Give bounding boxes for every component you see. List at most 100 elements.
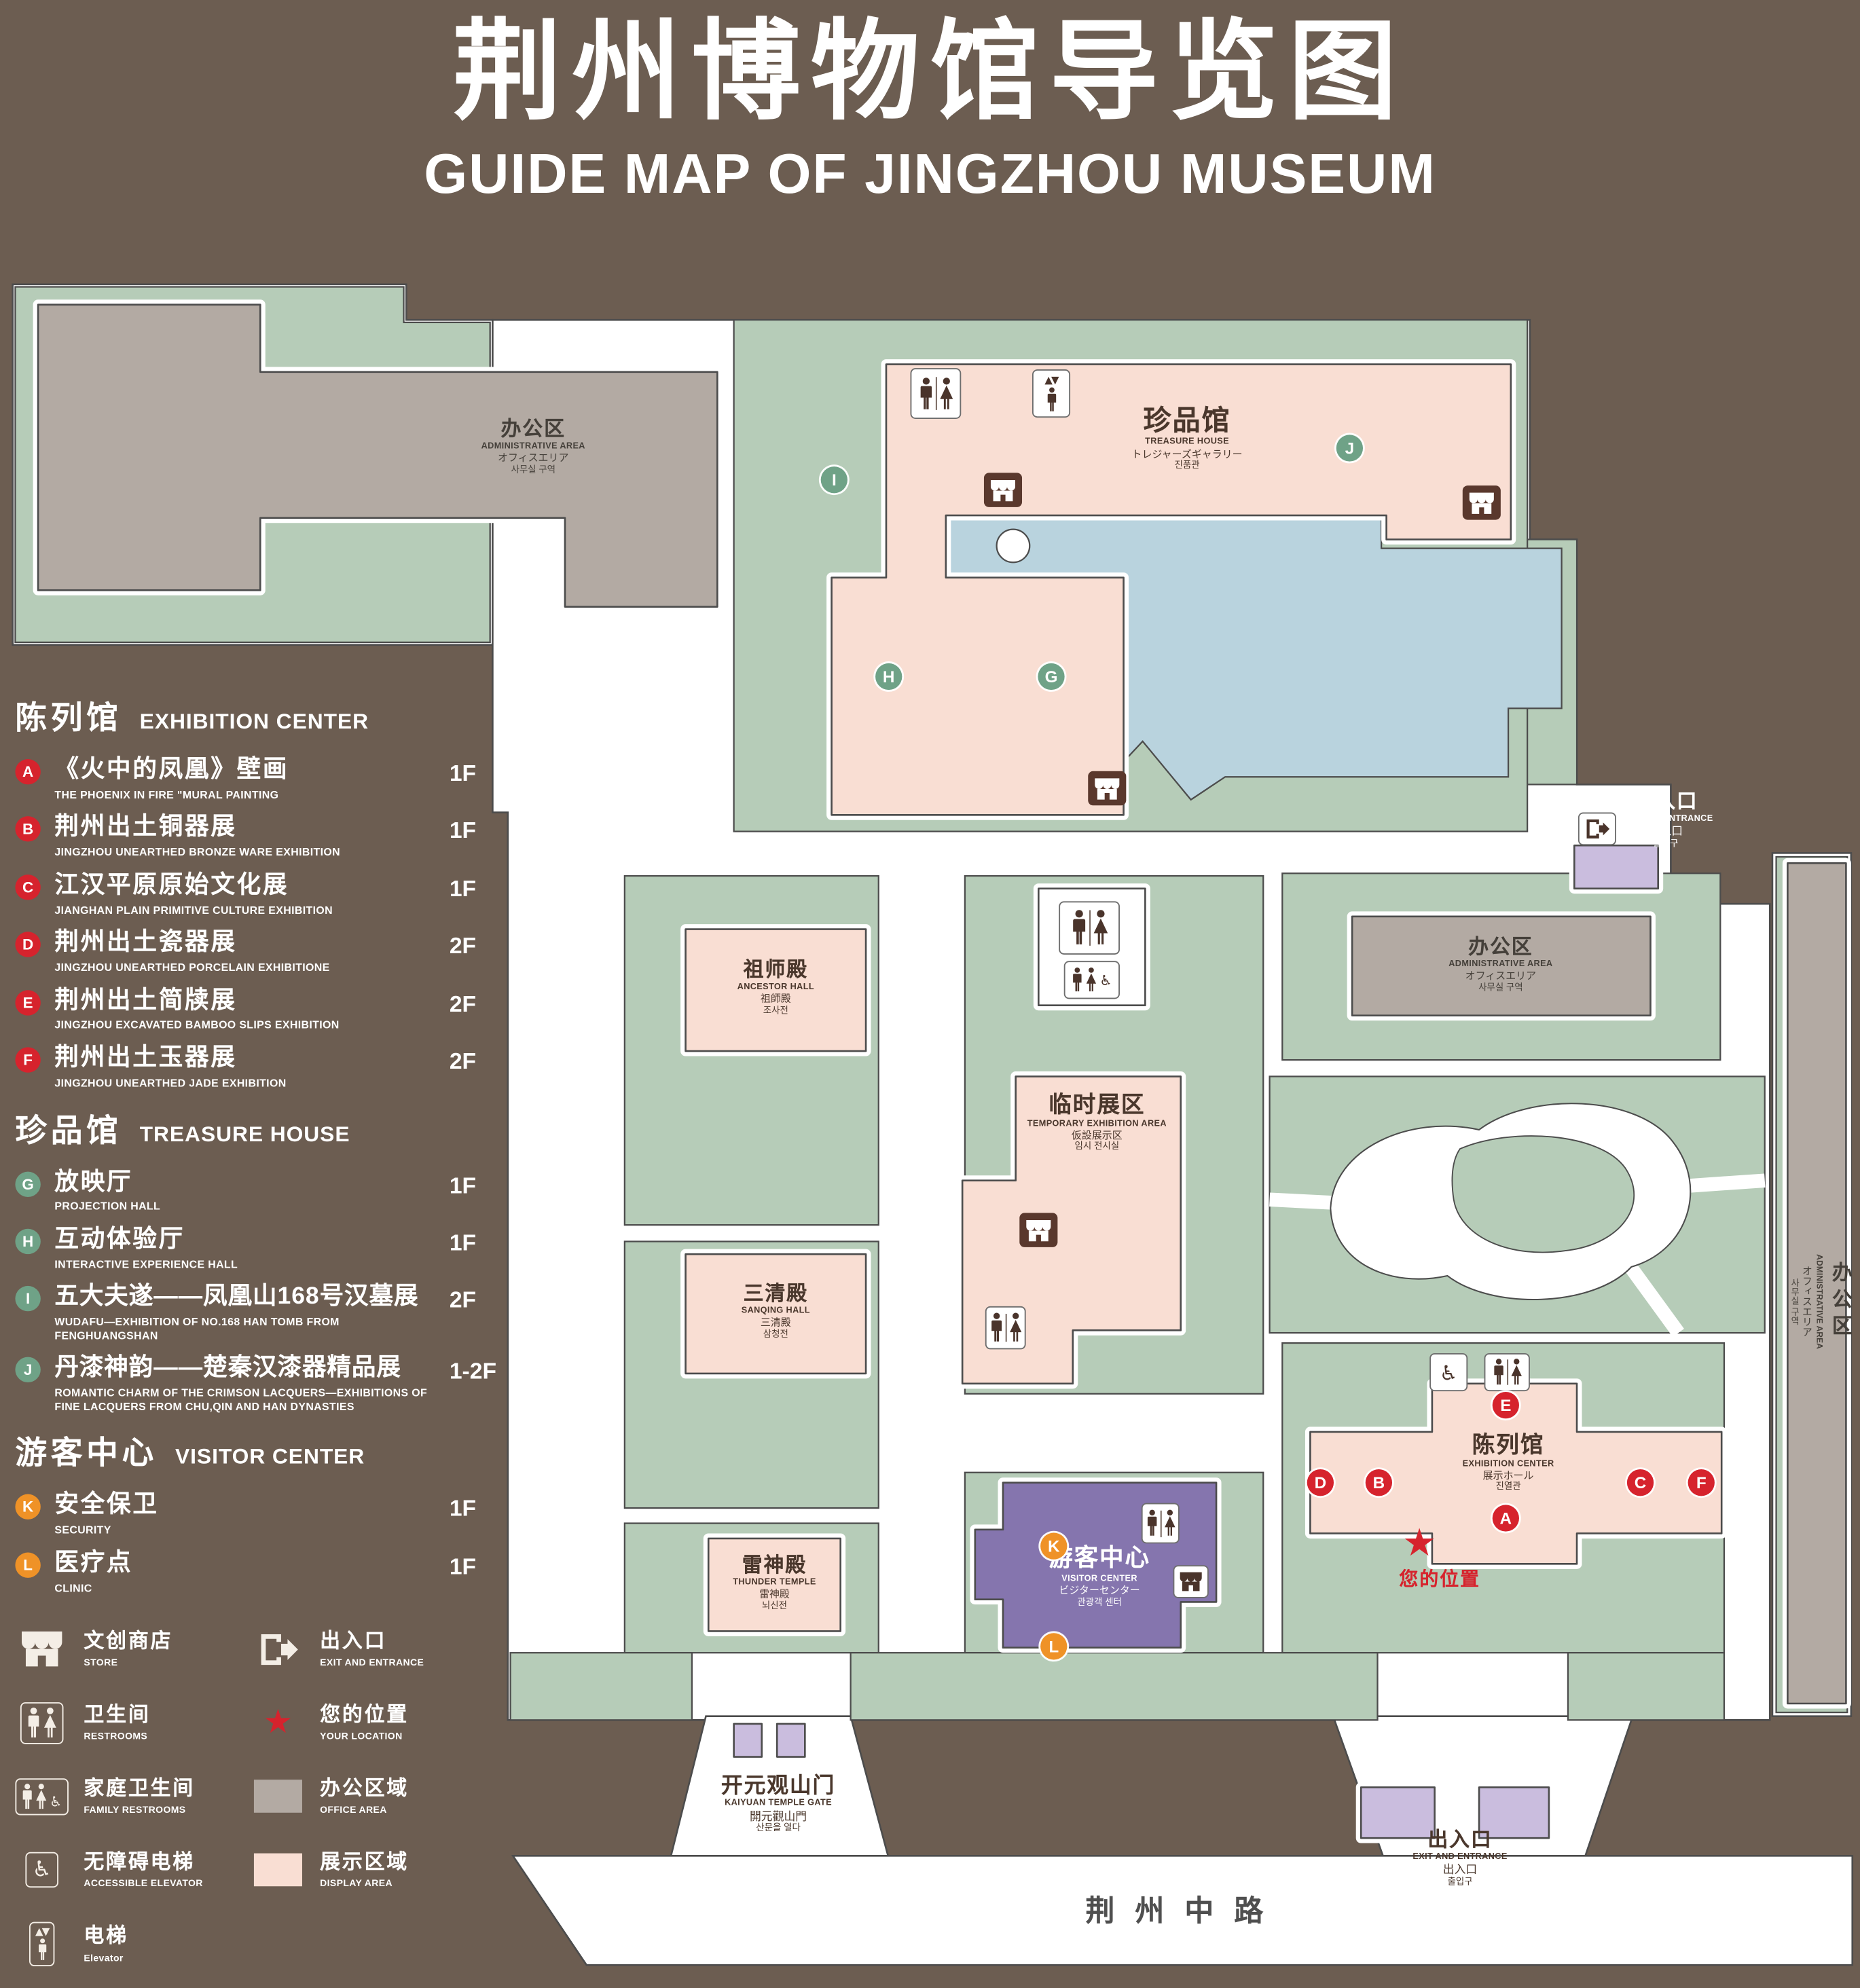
legend-item-h: H 互动体验厅 INTERACTIVE EXPERIENCE HALL 1F [15,1226,513,1271]
admin-nw-label: 办公区 ADMINISTRATIVE AREA オフィスエリア 사무실 구역 [481,418,585,475]
zone-band-center [850,1652,1379,1721]
exit-icon [1578,812,1617,846]
label-ko: 조사전 [763,1004,788,1016]
legend-section-visitor-center: 游客中心 VISITOR CENTER [15,1429,513,1474]
floor-badge: 1F [449,1172,477,1198]
label-zh: 祖师殿 [743,959,809,982]
zone-band-west [509,1652,693,1721]
legend-symbol-empty [251,1922,513,1966]
marker-b: B [15,816,41,843]
label-ja: オフィスエリア [498,452,569,464]
legend-item-e: E 荆州出土简牍展 JINGZHOU EXCAVATED BAMBOO SLIP… [15,987,513,1032]
store-icon [1173,1565,1209,1598]
marker-f: F [15,1047,41,1073]
office-area-swatch [251,1780,305,1814]
map-marker-g: G [1038,663,1065,691]
store-icon [983,473,1023,507]
exit-south-label: 出入口 EXIT AND ENTRANCE 出入口 출입구 [1412,1828,1507,1888]
family-restroom-icon: ♿ [15,1778,69,1816]
poster-header: 荆州博物馆导览图 GUIDE MAP OF JINGZHOU MUSEUM [0,10,1860,207]
restroom-icon [1484,1352,1530,1392]
section-title-en: EXHIBITION CENTER [139,710,369,734]
label-en: TEMPORARY EXHIBITION AREA [1027,1119,1167,1128]
label-zh: 三清殿 [743,1283,809,1306]
section-title-zh: 陈列馆 [15,701,122,737]
legend-item-j: J 丹漆神韵——楚秦汉漆器精品展 ROMANTIC CHARM OF THE C… [15,1355,513,1414]
label-zh: 雷神殿 [742,1555,807,1577]
label-zh: 珍品馆 [1143,404,1231,437]
label-ko: 임시 전시실 [1074,1140,1120,1152]
floor-badge: 1F [449,760,477,786]
section-title-en: TREASURE HOUSE [139,1121,350,1146]
store-icon [1019,1213,1058,1247]
restroom-icon [15,1701,69,1744]
marker-i: I [15,1286,41,1312]
map-marker-j: J [1336,435,1364,462]
marker-j: J [15,1357,41,1383]
label-zh: 办公区 [1468,937,1533,959]
label-ko: 진품관 [1174,459,1200,471]
exit-icon [251,1631,305,1668]
label-en: EXIT AND ENTRANCE [1618,814,1713,824]
label-zh: 陈列馆 [1472,1431,1545,1458]
section-title-zh: 珍品馆 [15,1112,122,1149]
accessible-elevator-icon: ♿ [1429,1352,1468,1392]
floor-badge: 1-2F [449,1359,497,1384]
label-ko: 사무실 구역 [1478,981,1523,993]
exit-northeast-label: 出入口 EXIT AND ENTRANCE 出入口 출입구 [1618,790,1713,849]
floor-badge: 2F [449,1048,477,1074]
section-title-zh: 游客中心 [15,1436,158,1472]
marker-e: E [15,989,41,1016]
label-zh: 办公区 [1828,1261,1850,1342]
marker-a: A [15,759,41,785]
label-en: ADMINISTRATIVE AREA [481,442,585,452]
road-label: 荆州中路 [1086,1894,1284,1930]
label-ja: 開元觀山門 [749,1809,807,1822]
label-ko: 뇌신전 [761,1599,787,1611]
map-marker-a: A [1492,1505,1519,1532]
accessible-elevator-icon: ♿ [15,1852,69,1888]
display-area-swatch [251,1854,305,1887]
zone-band-east [1567,1652,1726,1721]
map-marker-c: C [1626,1469,1654,1496]
floor-badge: 1F [449,875,477,902]
page-title-zh: 荆州博物馆导览图 [452,11,1408,134]
label-zh: 开元观山门 [721,1773,836,1798]
elevator-icon: ▲▼ [15,1922,69,1967]
label-ja: 出入口 [1648,825,1683,838]
pond-gazebo [996,528,1031,564]
label-en: THUNDER TEMPLE [733,1578,816,1587]
legend-item-c: C 江汉平原原始文化展 JIANGHAN PLAIN PRIMITIVE CUL… [15,872,513,917]
label-ko: 사무실 구역 [511,463,556,475]
temple-gate-label: 开元观山门 KAIYUAN TEMPLE GATE 開元觀山門 산문을 열다 [721,1773,835,1835]
label-en: KAIYUAN TEMPLE GATE [725,1799,833,1809]
legend-item-a: A 《火中的凤凰》壁画 THE PHOENIX IN FIRE "MURAL P… [15,756,513,801]
label-ja: オフィスエリア [1801,1265,1813,1337]
legend: 陈列馆 EXHIBITION CENTER A 《火中的凤凰》壁画 THE PH… [15,678,513,1967]
label-en: TREASURE HOUSE [1145,438,1229,447]
map-marker-f: F [1688,1469,1715,1496]
marker-c: C [15,874,41,900]
elevator-icon: ▲▼ [1032,369,1071,418]
family-restroom-icon: ♿ [1063,961,1120,999]
thunder-temple-label: 雷神殿 THUNDER TEMPLE 雷神殿 뇌신전 [733,1554,816,1612]
ancestor-hall-label: 祖师殿 ANCESTOR HALL 祖師殿 조사전 [737,959,814,1016]
exhibition-center-label: 陈列馆 EXHIBITION CENTER 展示ホール 진열관 [1463,1432,1554,1493]
restroom-icon [985,1306,1026,1350]
restroom-icon [910,368,962,419]
floor-badge: 1F [449,1553,477,1579]
label-en: EXIT AND ENTRANCE [1412,1853,1508,1862]
legend-item-b: B 荆州出土铜器展 JINGZHOU UNEARTHED BRONZE WARE… [15,814,513,859]
legend-section-exhibition-center: 陈列馆 EXHIBITION CENTER [15,693,513,739]
garden-paths [1269,1103,1766,1338]
label-ko: 산문을 열다 [756,1822,801,1834]
label-ja: 展示ホール [1482,1469,1534,1481]
marker-k: K [15,1494,41,1520]
legend-item-i: I 五大夫遂——凤凰山168号汉墓展 WUDAFU—EXHIBITION OF … [15,1284,513,1342]
